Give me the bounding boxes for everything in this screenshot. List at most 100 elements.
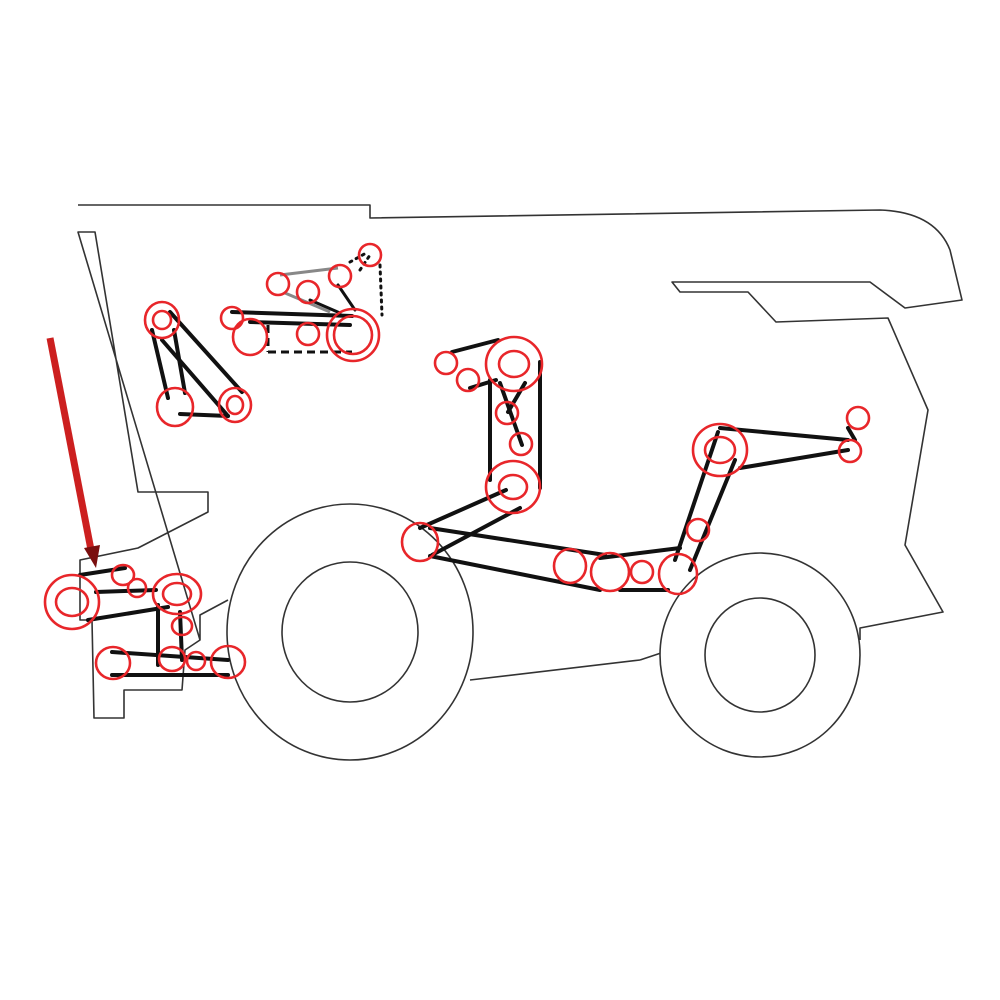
pulley [94,645,132,681]
pulley-outer-ring [143,300,181,340]
pulley-outer-ring [691,422,749,478]
pulley-outer-ring [209,644,247,680]
pulley-outer-ring [433,350,459,376]
pulley-outer-ring [94,645,132,681]
pulley [484,459,542,515]
arrow-shaft [46,337,96,556]
belt-segment [738,448,850,470]
pulley-outer-ring [327,263,353,289]
pulley [325,307,381,363]
pulley [110,563,136,587]
pulley [685,517,711,543]
cab-and-hull-outline [77,204,963,719]
pulley [845,405,871,431]
belt-segment [718,426,850,442]
pulley [231,317,269,357]
front-hub [281,561,419,703]
pulleys [43,242,871,681]
pulley-outer-ring [552,547,588,585]
belt-grey-segment [279,266,339,277]
pulley [157,645,187,673]
belt-segment [430,506,522,557]
pulley-outer-ring [265,271,291,297]
pulley-outer-ring [110,563,136,587]
pulley [433,350,459,376]
belt-segment [450,338,500,354]
pulley-outer-ring [400,521,440,563]
pulley [357,242,383,268]
pulley-outer-ring [170,615,194,637]
pulley-outer-ring [845,405,871,431]
belt-segment [846,426,857,442]
pulley [155,386,195,428]
pulley-outer-ring [629,559,655,585]
pulley [126,577,148,599]
pulley-outer-ring [484,335,544,393]
pulley-inner-ring [151,309,173,331]
pulley [209,644,247,680]
belt-segment [248,320,352,327]
pulley [508,431,534,457]
pulley-outer-ring [295,321,321,347]
pulley-inner-ring [225,394,245,416]
pulley-outer-ring [185,650,207,672]
pulley [327,263,353,289]
belt-segment [506,381,527,414]
pulley-outer-ring [657,552,699,596]
belt-segment [308,298,342,315]
pulley-outer-ring [151,572,203,616]
pulley-inner-ring [332,314,374,356]
pulley [265,271,291,297]
belt-segment [160,338,230,418]
pulley-outer-ring [325,307,381,363]
pulley [43,573,101,631]
pulley-inner-ring [497,349,531,379]
belt-segment [688,458,737,572]
pulley-outer-ring [295,279,321,305]
pulley [295,279,321,305]
belt-segment [598,546,682,560]
pulley-outer-ring [837,438,863,464]
pulley [295,321,321,347]
pulley-inner-ring [54,586,90,618]
belt-segment [418,488,508,530]
belt-segment [428,554,602,592]
pulley [151,572,203,616]
front-wheel [226,503,474,761]
pulley [691,422,749,478]
belt-segment [150,328,170,400]
pulley-outer-ring [589,551,631,593]
belts [78,250,857,677]
belt-segment [336,283,357,312]
pulley [837,438,863,464]
pulley-outer-ring [219,305,245,331]
pulley-outer-ring [217,386,253,424]
rear-hub [704,597,816,713]
pulley [185,650,207,672]
belt-segment [168,310,244,394]
indicator-arrow [46,337,100,568]
pulley [143,300,181,340]
pulley [657,552,699,596]
rear-wheel [659,552,861,758]
pulley-outer-ring [685,517,711,543]
pulley [484,335,544,393]
pulley-outer-ring [455,367,481,393]
belt-dotted-segment [358,253,372,272]
belt-segment [86,605,170,622]
belt-segment [110,650,230,662]
belt-dotted-segment [378,263,384,317]
pulley [400,521,440,563]
pulley-outer-ring [357,242,383,268]
belt-segment [178,412,230,418]
pulley-outer-ring [231,317,269,357]
pulley [589,551,631,593]
pulley [629,559,655,585]
pulley [552,547,588,585]
pulley [170,615,194,637]
pulley-outer-ring [43,573,101,631]
pulley-outer-ring [508,431,534,457]
belt-segment [498,381,524,447]
